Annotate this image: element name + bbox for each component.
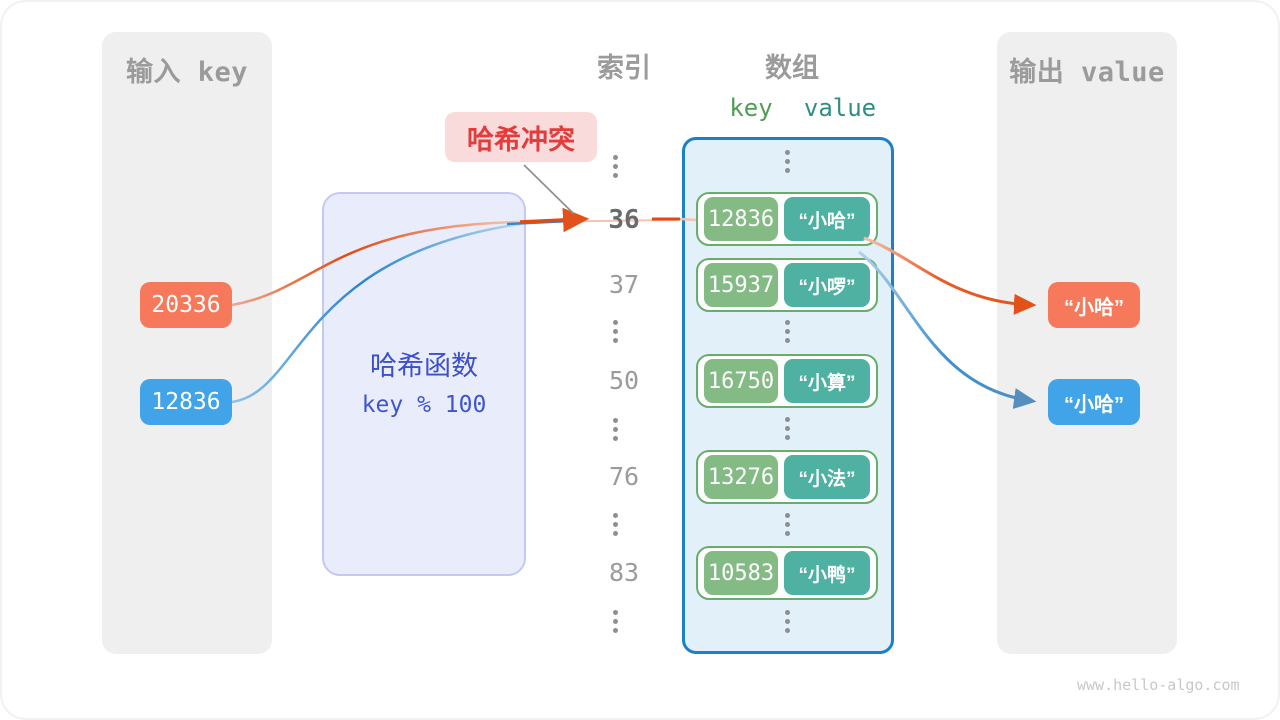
row-value-cell: “小啰” [784, 263, 870, 307]
ellipsis-icon [613, 155, 618, 178]
array-row: 13276 “小法” [696, 450, 878, 504]
array-row: 12836 “小哈” [696, 192, 878, 246]
ellipsis-icon [785, 610, 790, 633]
ellipsis-icon [785, 150, 790, 173]
array-row: 10583 “小鸭” [696, 546, 878, 600]
output-panel-title: 输出 value [1009, 57, 1165, 88]
row-value-cell: “小法” [784, 455, 870, 499]
collision-pointer-line [523, 164, 575, 215]
row-key-cell: 12836 [704, 197, 778, 241]
row-value-cell: “小哈” [784, 197, 870, 241]
array-row: 15937 “小啰” [696, 258, 878, 312]
row-value-cell: “小算” [784, 359, 870, 403]
input-key-panel: 输入 key [102, 32, 272, 654]
index-value-37: 37 [608, 270, 640, 299]
index-value-76: 76 [608, 462, 640, 491]
index-value-83: 83 [608, 558, 640, 587]
watermark: www.hello-algo.com [1077, 676, 1240, 694]
array-key-header: key [729, 94, 773, 122]
row-key-cell: 13276 [704, 455, 778, 499]
array-value-header: value [803, 94, 877, 122]
input-key-20336: 20336 [140, 282, 232, 328]
row-key-cell: 10583 [704, 551, 778, 595]
ellipsis-icon [613, 418, 618, 441]
index-value-50: 50 [608, 366, 640, 395]
hash-function-title: 哈希函数 [370, 351, 478, 381]
ellipsis-icon [613, 513, 618, 536]
hash-collision-label: 哈希冲突 [445, 112, 597, 162]
row-key-cell: 16750 [704, 359, 778, 403]
ellipsis-icon [785, 513, 790, 536]
ellipsis-icon [613, 320, 618, 343]
ellipsis-icon [785, 417, 790, 440]
output-value-orange: “小哈” [1048, 282, 1140, 328]
ellipsis-icon [613, 610, 618, 633]
ellipsis-icon [785, 320, 790, 343]
input-panel-title: 输入 key [125, 57, 249, 88]
index-value-36: 36 [608, 205, 640, 235]
array-row: 16750 “小算” [696, 354, 878, 408]
hash-function-box: 哈希函数 key % 100 [322, 192, 526, 576]
row-value-cell: “小鸭” [784, 551, 870, 595]
output-value-panel: 输出 value [997, 32, 1177, 654]
index-column-title: 索引 [597, 53, 651, 84]
array-column-title: 数组 [765, 53, 819, 84]
hash-function-formula: key % 100 [361, 392, 487, 418]
row-key-cell: 15937 [704, 263, 778, 307]
input-key-12836: 12836 [140, 379, 232, 425]
output-value-blue: “小哈” [1048, 379, 1140, 425]
